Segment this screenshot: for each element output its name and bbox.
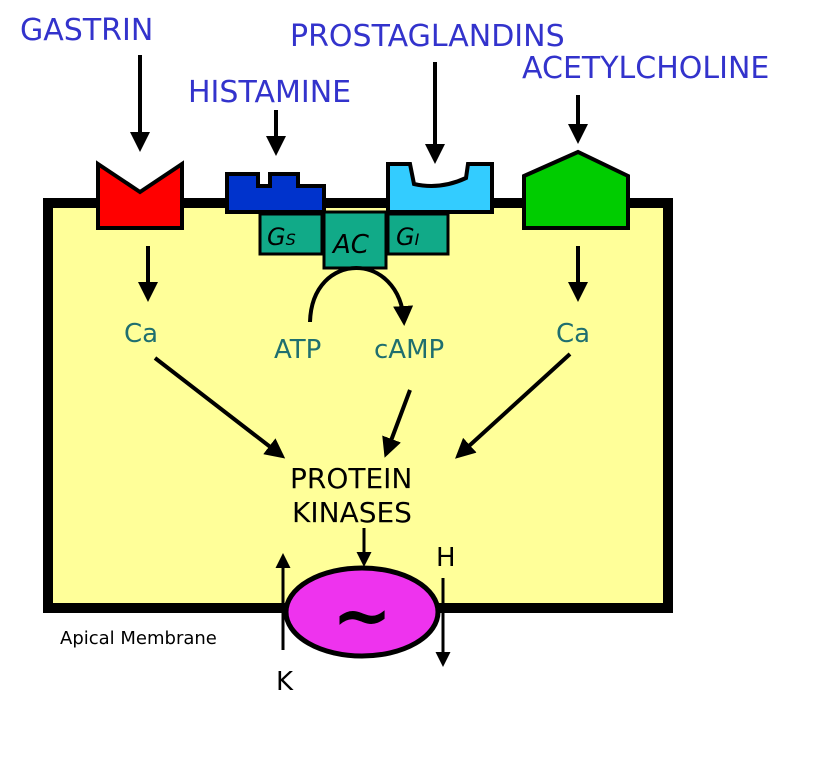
adenylate-cyclase: [322, 210, 388, 270]
ca-right-label: Ca: [556, 319, 590, 349]
acetylcholine-label: ACETYLCHOLINE: [522, 51, 769, 86]
pump-symbol: ~: [332, 573, 392, 657]
ac-label: AC: [331, 230, 370, 260]
ca-left-kinase-arrow: [153, 356, 286, 459]
kinases-line1: PROTEIN: [290, 462, 412, 495]
histamine-label: HISTAMINE: [188, 75, 351, 110]
ca-right-kinase-arrow: [455, 352, 572, 459]
gs-protein: [258, 212, 324, 256]
prostaglandins-label: PROSTAGLANDINS: [290, 19, 565, 54]
h-label: H: [436, 543, 456, 573]
kinases-line2: KINASES: [292, 496, 412, 529]
atp-label: ATP: [274, 335, 321, 365]
atp-camp-arrow: [308, 266, 414, 326]
apical-membrane-label: Apical Membrane: [60, 628, 217, 649]
prostaglandin-receptor: [386, 162, 494, 214]
camp-kinase-arrow: [382, 389, 412, 458]
histamine-receptor: [225, 172, 326, 214]
ca-left-label: Ca: [124, 319, 158, 349]
camp-label: cAMP: [374, 335, 444, 365]
acetylcholine-receptor: [522, 149, 630, 230]
gi-protein: [386, 212, 450, 256]
gi-label: GI: [396, 223, 420, 251]
gastrin-receptor: [96, 160, 184, 230]
parietal-cell: [43, 198, 673, 613]
k-label: K: [276, 667, 294, 697]
proton-pump: [283, 565, 441, 659]
gs-label: GS: [267, 223, 296, 251]
gastrin-label: GASTRIN: [20, 13, 153, 48]
